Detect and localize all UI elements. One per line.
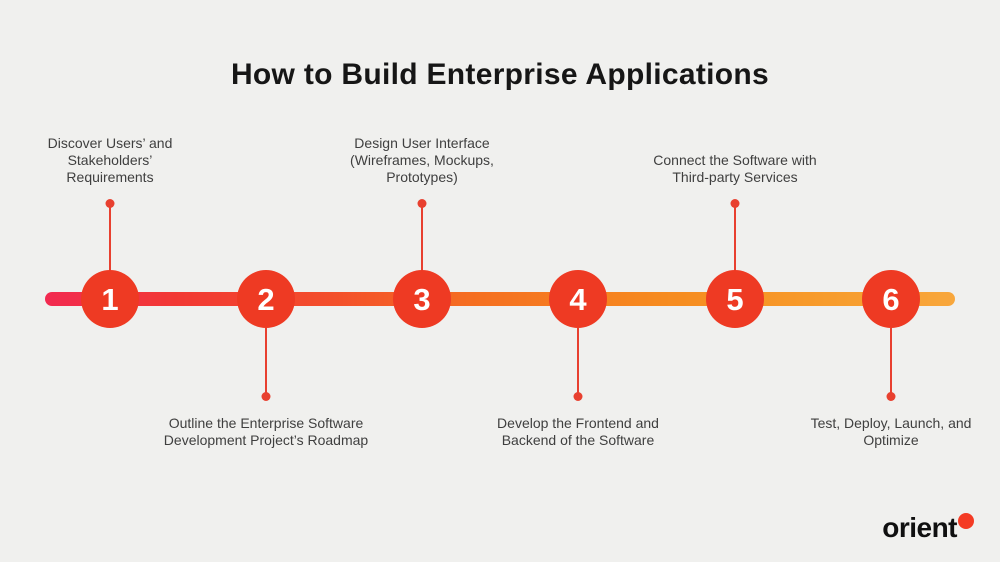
step-connector-line xyxy=(730,199,740,272)
step-number: 4 xyxy=(569,281,587,317)
connector-dot xyxy=(886,392,896,401)
timeline-step-2: Outline the Enterprise Software Developm… xyxy=(116,0,416,562)
connector-dot xyxy=(261,392,271,401)
step-label: Develop the Frontend and Backend of the … xyxy=(497,415,659,448)
connector-dot xyxy=(730,199,740,208)
brand-dot-icon xyxy=(958,513,974,529)
brand-logo: orient xyxy=(882,512,974,544)
brand-name: orient xyxy=(882,512,957,543)
timeline-step-4: Develop the Frontend and Backend of the … xyxy=(428,0,728,562)
connector-dot xyxy=(573,392,583,401)
step-number: 2 xyxy=(257,281,275,317)
step-label: Outline the Enterprise Software Developm… xyxy=(163,415,369,448)
step-node: 1 xyxy=(81,270,139,328)
connector-dot xyxy=(105,199,115,208)
step-node: 6 xyxy=(862,270,920,328)
step-number: 5 xyxy=(726,281,744,317)
timeline-step-1: Discover Users’ and Stakeholders’ Requir… xyxy=(0,0,260,562)
timeline-step-3: Design User Interface (Wireframes, Mocku… xyxy=(272,0,572,562)
step-label: Test, Deploy, Launch, and Optimize xyxy=(810,415,972,448)
step-node: 4 xyxy=(549,270,607,328)
step-number: 6 xyxy=(882,281,900,317)
step-node: 5 xyxy=(706,270,764,328)
connector-dot xyxy=(417,199,427,208)
step-connector-line xyxy=(417,199,427,272)
step-connector-line xyxy=(261,328,271,401)
timeline-step-5: Connect the Software with Third-party Se… xyxy=(585,0,885,562)
step-connector-line xyxy=(105,199,115,272)
step-connector-line xyxy=(573,328,583,401)
step-node: 3 xyxy=(393,270,451,328)
step-number: 3 xyxy=(413,281,431,317)
step-connector-line xyxy=(886,328,896,401)
page-title: How to Build Enterprise Applications xyxy=(230,58,770,92)
step-label: Discover Users’ and Stakeholders’ Requir… xyxy=(47,135,173,185)
step-number: 1 xyxy=(101,281,119,317)
step-node: 2 xyxy=(237,270,295,328)
timeline-step-6: Test, Deploy, Launch, and Optimize 6 xyxy=(741,0,1000,562)
step-label: Connect the Software with Third-party Se… xyxy=(653,152,817,185)
step-label: Design User Interface (Wireframes, Mocku… xyxy=(350,135,494,185)
